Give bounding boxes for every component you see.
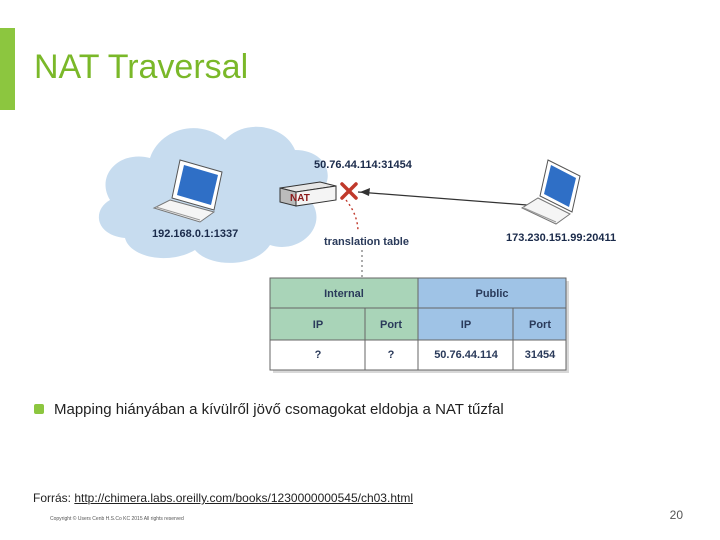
arrow-head xyxy=(360,188,370,196)
table-cell-public-port: 31454 xyxy=(525,349,556,361)
table-cell-internal-port: ? xyxy=(388,349,395,361)
incoming-connection-line xyxy=(358,192,540,206)
nat-address-label: 50.76.44.114:31454 xyxy=(314,159,413,171)
table-cell-internal-ip: ? xyxy=(315,349,322,361)
laptop-icon-remote xyxy=(522,160,580,224)
source-link[interactable]: http://chimera.labs.oreilly.com/books/12… xyxy=(74,491,413,505)
table-group-internal: Internal xyxy=(324,288,364,300)
blocked-x-icon xyxy=(342,184,356,198)
remote-address-label: 173.230.151.99:20411 xyxy=(506,232,616,244)
table-col-internal-port: Port xyxy=(380,319,402,331)
table-cell-public-ip: 50.76.44.114 xyxy=(434,349,499,361)
source-prefix: Forrás: xyxy=(33,491,74,505)
local-address-label: 192.168.0.1:1337 xyxy=(152,228,238,240)
page-number: 20 xyxy=(670,508,683,522)
table-col-public-ip: IP xyxy=(461,319,471,331)
copyright-text: Copyright © Users Cenb H.S.Co KC 2015 Al… xyxy=(50,516,184,522)
table-col-internal-ip: IP xyxy=(313,319,323,331)
bullet-text: Mapping hiányában a kívülről jövő csomag… xyxy=(54,401,504,418)
nat-label: NAT xyxy=(290,193,310,204)
translation-table-label: translation table xyxy=(324,236,409,248)
table-group-public: Public xyxy=(475,288,508,300)
table-col-public-port: Port xyxy=(529,319,551,331)
translation-table: Internal Public IP Port IP Port ? ? 50.7… xyxy=(270,278,569,373)
bullet-marker xyxy=(34,404,44,414)
dotted-link-red xyxy=(346,200,358,232)
source-citation: Forrás: http://chimera.labs.oreilly.com/… xyxy=(33,491,413,505)
